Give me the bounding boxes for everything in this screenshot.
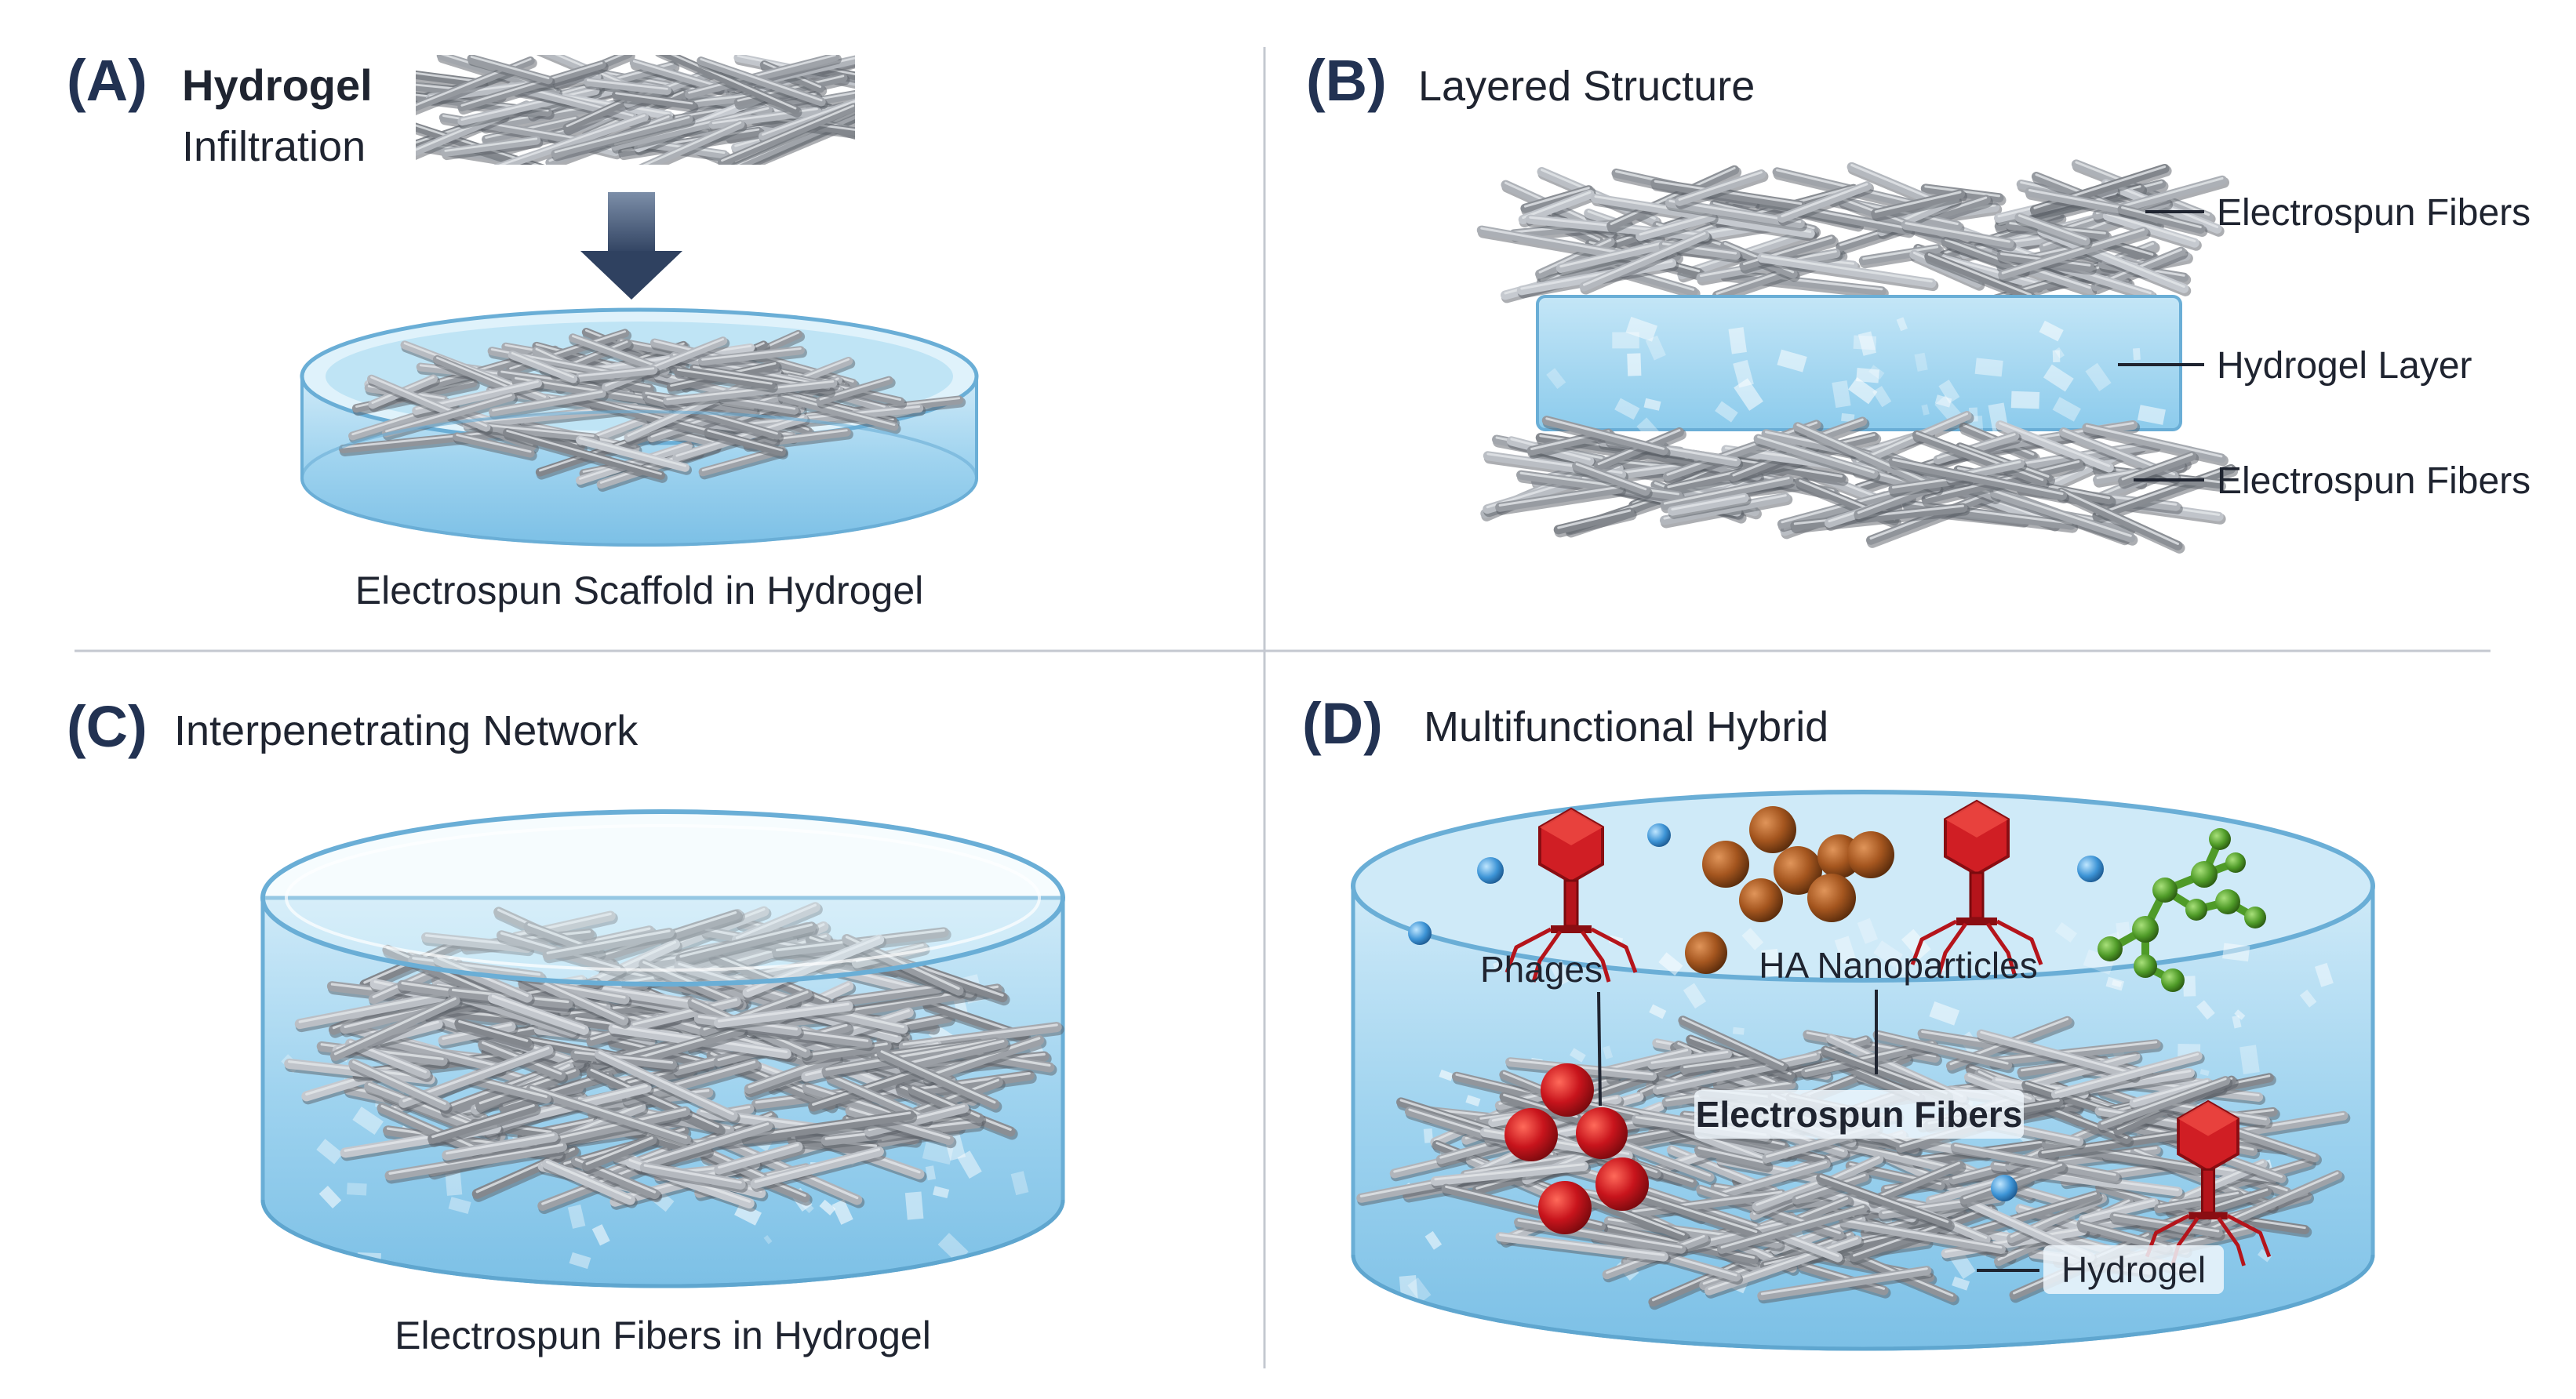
panel-c-title: Interpenetrating Network <box>174 707 639 754</box>
callout-hydrogel-layer: Hydrogel Layer <box>2217 345 2472 387</box>
label-phages: Phages <box>1480 949 1603 990</box>
hydrogel-layer <box>1536 295 2182 444</box>
panel-d: (D) Multifunctional Hybrid <box>1302 691 2375 1351</box>
petri-dish-a <box>300 307 979 547</box>
panel-a: (A) Hydrogel Infiltration Electrospun Sc… <box>67 48 979 612</box>
panel-b: (B) Layered Structure Electrospun Fibers… <box>1306 48 2531 554</box>
panel-d-title: Multifunctional Hybrid <box>1424 703 1828 750</box>
green-molecule-atoms <box>2098 828 2266 992</box>
red-particles <box>1504 1063 1649 1234</box>
panel-a-title-line2: Infiltration <box>182 123 366 170</box>
panel-b-label: (B) <box>1306 48 1387 113</box>
fiber-layer-bottom <box>1480 410 2239 554</box>
callout-fibers-bottom: Electrospun Fibers <box>2217 460 2531 502</box>
panel-c-label: (C) <box>67 694 147 759</box>
ha-nanoparticles <box>1685 806 1894 974</box>
callout-fibers-top: Electrospun Fibers <box>2217 192 2531 234</box>
label-ha-nanoparticles: HA Nanoparticles <box>1759 945 2037 986</box>
panel-a-label: (A) <box>67 48 147 113</box>
dish-c <box>260 809 1065 1288</box>
label-electrospun-fibers: Electrospun Fibers <box>1696 1094 2023 1135</box>
panel-c: (C) Interpenetrating Network Electrospun… <box>67 694 1065 1357</box>
panel-b-title: Layered Structure <box>1418 63 1755 110</box>
down-arrow-icon <box>580 192 682 300</box>
panel-a-title-line1: Hydrogel <box>182 60 373 110</box>
fiber-mat-in-dish <box>338 328 966 492</box>
label-hydrogel: Hydrogel <box>2061 1249 2206 1290</box>
panel-d-label: (D) <box>1302 691 1383 756</box>
fiber-layer-top <box>1476 159 2230 311</box>
phages <box>1504 799 2272 1266</box>
fiber-mat-top <box>416 55 855 165</box>
blue-particles <box>1408 823 2104 1201</box>
panel-c-caption: Electrospun Fibers in Hydrogel <box>395 1314 931 1357</box>
panel-a-caption: Electrospun Scaffold in Hydrogel <box>355 569 924 612</box>
